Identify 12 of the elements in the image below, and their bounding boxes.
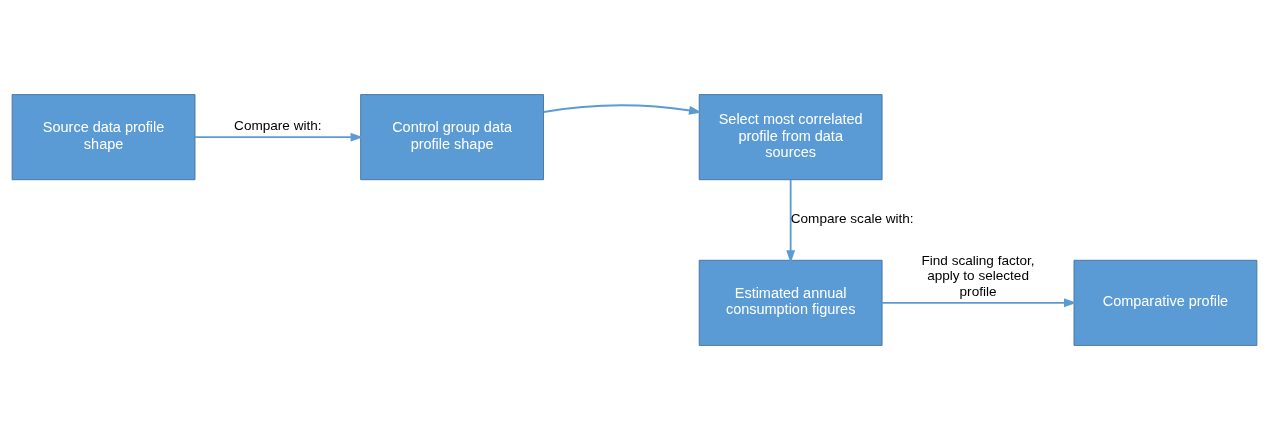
arrow — [542, 104, 702, 115]
node-box: Comparative profile — [1073, 259, 1258, 346]
arrow — [786, 178, 796, 263]
edge-label: Compare with: — [234, 117, 322, 133]
node-box: Control group data profile shape — [360, 94, 544, 181]
node-box: Select most correlated profile from data sources — [698, 94, 883, 181]
node-box: Source data profile shape — [11, 94, 196, 181]
edge-label: Compare scale with: — [790, 211, 914, 227]
edge-label: Find scaling factor, apply to selected profile — [921, 252, 1035, 299]
node-box: Estimated annual consumption figures — [698, 259, 883, 346]
arrow — [194, 132, 364, 142]
arrow — [881, 298, 1077, 308]
